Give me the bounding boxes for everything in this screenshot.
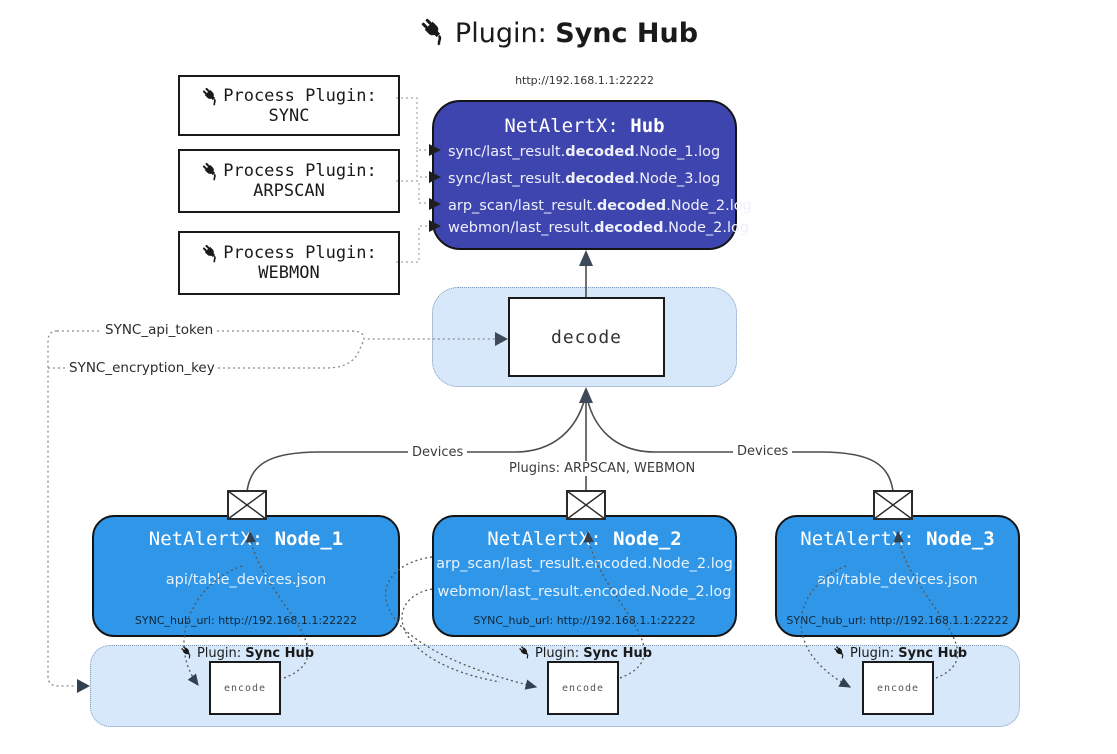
- node-title-prefix: NetAlertX:: [800, 528, 927, 550]
- node2-file: arp_scan/last_result.encoded.Node_2.log: [436, 556, 733, 572]
- log-suffix: .Node_1.log: [634, 144, 721, 160]
- process-plugin-box-arpscan: Process Plugin: ARPSCAN: [178, 149, 400, 213]
- hub-log-line: arp_scan/last_result.decoded.Node_2.log: [448, 198, 752, 214]
- encode-group3-label: Plugin: Sync Hub: [820, 645, 980, 661]
- envelope-icon: [873, 490, 913, 520]
- envelope-icon: [227, 490, 267, 520]
- enc-label-prefix: Plugin:: [534, 646, 584, 661]
- process-plugin-box-sync: Process Plugin: SYNC: [178, 75, 400, 136]
- hub-url: http://192.168.1.1:22222: [515, 74, 654, 87]
- process-plugin-box-webmon: Process Plugin: WEBMON: [178, 231, 400, 295]
- page-title-prefix: Plugin:: [454, 18, 556, 49]
- enc-label-prefix: Plugin:: [849, 646, 899, 661]
- log-prefix: sync/last_result.: [448, 171, 566, 187]
- plug-icon: [201, 85, 222, 106]
- decode-box: decode: [508, 297, 665, 377]
- page-title-bold: Sync Hub: [555, 18, 699, 49]
- plug-icon: [517, 645, 532, 660]
- encode-label: encode: [223, 682, 267, 694]
- node-title-prefix: NetAlertX:: [487, 528, 614, 550]
- hub-title-bold: Hub: [630, 115, 665, 137]
- devices-right-label: Devices: [733, 444, 793, 459]
- log-bold: decoded: [565, 171, 635, 187]
- enc-label-bold: Sync Hub: [245, 646, 315, 661]
- decode-bottom-arrowhead: [579, 387, 593, 403]
- node-title-prefix: NetAlertX:: [148, 528, 275, 550]
- plug-icon: [201, 243, 222, 263]
- encode-group1-label: Plugin: Sync Hub: [167, 645, 327, 661]
- log-suffix: .Node_3.log: [634, 171, 721, 187]
- hub-log-line: sync/last_result.decoded.Node_3.log: [448, 171, 733, 187]
- log-bold: decoded: [596, 198, 667, 214]
- encode-box: encode: [862, 661, 934, 715]
- node3-file: api/table_devices.json: [817, 572, 978, 588]
- node3-title: NetAlertX: Node_3: [777, 528, 1018, 550]
- process-plugin-label: Process Plugin:: [223, 85, 377, 106]
- encode-group2-label: Plugin: Sync Hub: [505, 645, 665, 661]
- encode-label: encode: [561, 682, 605, 694]
- node-title-bold: Node_3: [926, 528, 995, 550]
- log-suffix: .Node_2.log: [663, 220, 750, 236]
- plug-icon: [832, 645, 847, 660]
- node2-footer: SYNC_hub_url: http://192.168.1.1:22222: [473, 614, 696, 627]
- plug-icon: [201, 161, 222, 181]
- log-suffix: .Node_2.log: [666, 198, 752, 214]
- plug-icon: [418, 16, 449, 47]
- node-title-bold: Node_2: [613, 528, 682, 550]
- node3-box: NetAlertX: Node_3 api/table_devices.json…: [775, 515, 1020, 637]
- node2-title: NetAlertX: Node_2: [434, 528, 735, 550]
- node1-file: api/table_devices.json: [165, 572, 327, 588]
- process-plugin-name: WEBMON: [258, 263, 320, 283]
- encode-box: encode: [209, 661, 281, 715]
- process-plugin-name: SYNC: [268, 105, 310, 126]
- node2-file: webmon/last_result.encoded.Node_2.log: [437, 584, 732, 600]
- plugins-center-label: Plugins: ARPSCAN, WEBMON: [505, 461, 700, 476]
- encode-label: encode: [876, 682, 920, 694]
- node3-footer: SYNC_hub_url: http://192.168.1.1:22222: [786, 614, 1009, 627]
- hub-box: NetAlertX: Hub sync/last_result.decoded.…: [432, 100, 752, 250]
- node-to-decode-lines: [246, 393, 894, 492]
- node2-box: NetAlertX: Node_2 arp_scan/last_result.e…: [432, 515, 737, 637]
- hub-title-prefix: NetAlertX:: [504, 115, 631, 137]
- band-input-arrowhead: [77, 679, 90, 693]
- log-bold: decoded: [565, 144, 635, 160]
- node1-footer: SYNC_hub_url: http://192.168.1.1:22222: [134, 614, 358, 627]
- process-plugin-name: ARPSCAN: [253, 181, 325, 201]
- hub-log-line: sync/last_result.decoded.Node_1.log: [448, 144, 733, 160]
- log-bold: decoded: [594, 220, 664, 236]
- enc-label-bold: Sync Hub: [898, 646, 968, 661]
- sync-encryption-key-label: SYNC_encryption_key: [66, 360, 218, 376]
- encode-box: encode: [547, 661, 619, 715]
- plug-icon: [179, 645, 194, 660]
- hub-input-arrowhead: [579, 250, 593, 266]
- hub-log-line: webmon/last_result.decoded.Node_2.log: [448, 220, 749, 236]
- process-plugin-label: Process Plugin:: [223, 243, 377, 263]
- enc-label-prefix: Plugin:: [196, 646, 246, 661]
- hub-title: NetAlertX: Hub: [434, 115, 735, 137]
- decode-label: decode: [550, 326, 623, 348]
- enc-label-bold: Sync Hub: [583, 646, 653, 661]
- log-prefix: webmon/last_result.: [448, 220, 595, 236]
- envelope-icon: [566, 490, 606, 520]
- sync-api-token-label: SYNC_api_token: [102, 322, 217, 338]
- node1-title: NetAlertX: Node_1: [94, 528, 398, 550]
- log-prefix: sync/last_result.: [448, 144, 566, 160]
- page-title: Plugin: Sync Hub: [0, 16, 1117, 49]
- devices-left-label: Devices: [408, 445, 468, 460]
- node-title-bold: Node_1: [274, 528, 344, 550]
- process-plugin-label: Process Plugin:: [223, 161, 377, 181]
- plugin-to-hub-connectors: [396, 97, 427, 263]
- node1-box: NetAlertX: Node_1 api/table_devices.json…: [92, 515, 400, 637]
- log-prefix: arp_scan/last_result.: [448, 198, 597, 214]
